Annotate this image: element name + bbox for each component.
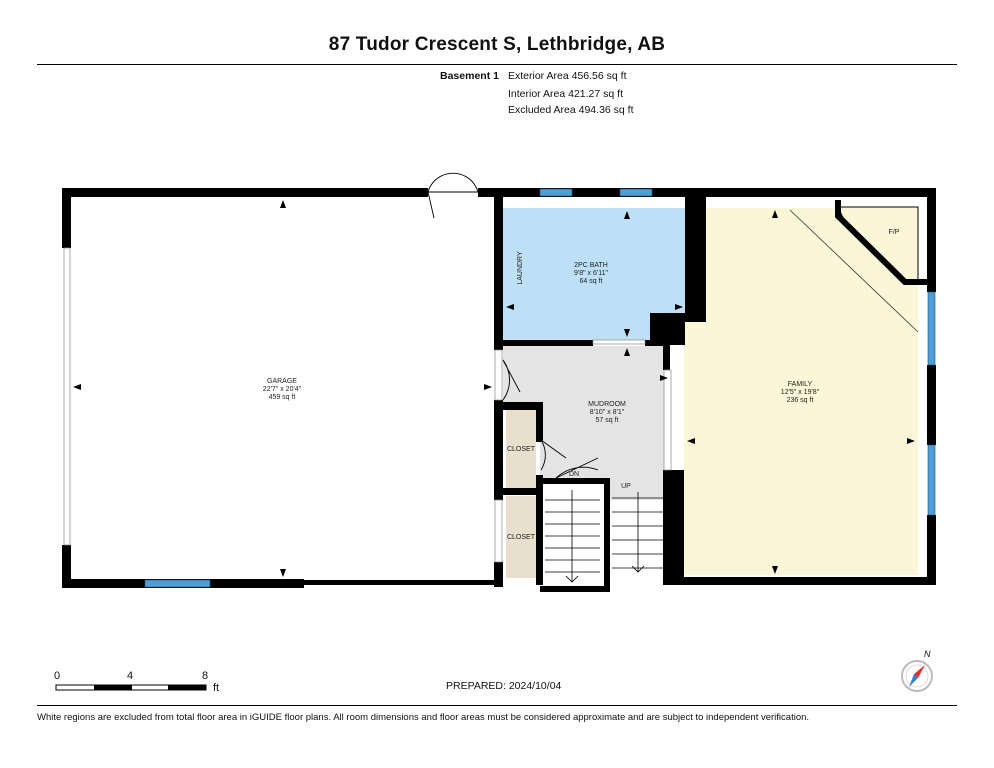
compass-icon xyxy=(901,660,933,692)
bath-dims: 9'8" x 6'11" xyxy=(574,270,608,277)
room-label-garage: GARAGE 22'7" x 20'4" 459 sq ft xyxy=(232,378,332,402)
garage-name: GARAGE xyxy=(267,378,297,385)
closet-lower-fill xyxy=(506,496,536,578)
room-label-family: FAMILY 12'5" x 19'8" 236 sq ft xyxy=(765,381,835,405)
stair-down-label: DN xyxy=(568,471,580,478)
exterior-area: Exterior Area 456.56 sq ft xyxy=(508,70,627,82)
family-diagonal xyxy=(789,209,919,333)
mudroom-dims: 8'10" x 8'1" xyxy=(589,409,625,416)
closet-upper-fill xyxy=(506,410,536,488)
scale-tick-8: 8 xyxy=(202,670,209,682)
compass-north-label: N xyxy=(924,649,931,659)
fireplace-label: F/P xyxy=(888,229,900,236)
room-label-mudroom: MUDROOM 8'10" x 8'1" 57 sq ft xyxy=(572,401,642,425)
bath-name: 2PC BATH xyxy=(574,262,608,269)
doors xyxy=(427,172,599,479)
mudroom-name: MUDROOM xyxy=(588,401,626,408)
room-label-bath: 2PC BATH 9'8" x 6'11" 64 sq ft xyxy=(556,262,626,286)
mudroom-area: 57 sq ft xyxy=(595,417,619,424)
room-label-laundry: LAUNDRY xyxy=(517,243,525,293)
openings xyxy=(63,247,672,563)
room-label-closet-lower: CLOSET xyxy=(506,534,535,541)
stair-up-label: UP xyxy=(621,483,631,490)
level-label: Basement 1 xyxy=(440,70,499,82)
scale-unit: ft xyxy=(213,682,220,694)
header-divider xyxy=(37,64,957,65)
scale-tick-0: 0 xyxy=(54,670,61,682)
prepared-date: PREPARED: 2024/10/04 xyxy=(446,680,562,692)
family-area: 236 sq ft xyxy=(786,397,814,404)
excluded-area: Excluded Area 494.36 sq ft xyxy=(508,104,634,116)
family-dims: 12'5" x 19'8" xyxy=(780,389,820,396)
family-fill xyxy=(684,208,918,575)
page-title: 87 Tudor Crescent S, Lethbridge, AB xyxy=(328,34,666,55)
footer-divider xyxy=(37,705,957,706)
dimension-markers xyxy=(73,200,915,577)
interior-area: Interior Area 421.27 sq ft xyxy=(508,88,623,100)
garage-area: 459 sq ft xyxy=(268,394,296,401)
room-label-closet-upper: CLOSET xyxy=(506,446,535,453)
family-name: FAMILY xyxy=(787,381,813,388)
fireplace-wall xyxy=(835,200,934,285)
scale-bar xyxy=(55,684,207,691)
garage-dims: 22'7" x 20'4" xyxy=(262,386,302,393)
laundry-name: LAUNDRY xyxy=(517,251,524,285)
bath-area: 64 sq ft xyxy=(579,278,603,285)
scale-tick-4: 4 xyxy=(127,670,134,682)
disclaimer-text: White regions are excluded from total fl… xyxy=(37,712,810,723)
windows xyxy=(144,188,936,588)
stairs xyxy=(545,490,668,583)
